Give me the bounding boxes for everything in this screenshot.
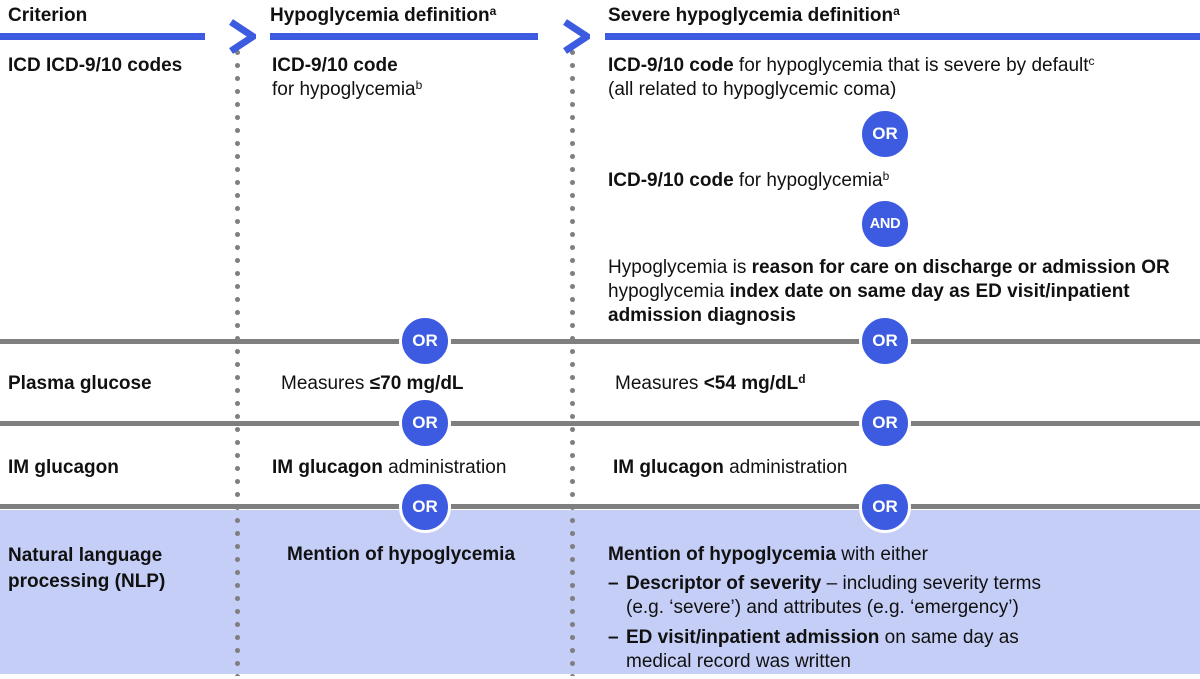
glucagon-severe-definition: IM glucagon administration bbox=[613, 456, 847, 480]
nlp-bullet-ed-visit: – ED visit/inpatient admission on same d… bbox=[608, 626, 1019, 674]
criterion-icd-codes: ICD ICD-9/10 codes bbox=[8, 55, 183, 76]
ed-visit-detail: on same day as bbox=[879, 627, 1019, 648]
ed-visit-admission-bold: ED visit/inpatient admission bbox=[626, 627, 880, 648]
dash-bullet-marker: – bbox=[608, 573, 619, 594]
column-separator-dotted-1 bbox=[235, 50, 240, 676]
arrow-right-icon bbox=[563, 19, 590, 54]
im-glucagon-bold: IM glucagon bbox=[613, 457, 724, 478]
header-arrow-line-2 bbox=[270, 33, 538, 40]
glucose-threshold-70: ≤70 mg/dL bbox=[369, 373, 464, 394]
nlp-bullet-descriptor-severity: – Descriptor of severity – including sev… bbox=[608, 572, 1041, 620]
dash-bullet-marker: – bbox=[608, 627, 619, 648]
icd-coma-note: (all related to hypoglycemic coma) bbox=[608, 79, 897, 100]
icd-code-detail: for hypoglycemia bbox=[272, 79, 416, 100]
footnote-marker-b: b bbox=[882, 169, 890, 183]
administration-label: administration bbox=[382, 457, 507, 478]
nlp-severe-intro: Mention of hypoglycemia with either bbox=[608, 543, 928, 567]
or-connector-badge: OR bbox=[399, 397, 451, 449]
or-connector-badge: OR bbox=[859, 481, 911, 533]
header-arrow-line-1 bbox=[0, 33, 205, 40]
icd-code-bold: ICD-9/10 code bbox=[272, 55, 398, 76]
column-header-hypo-label: Hypoglycemia definition bbox=[270, 5, 490, 26]
icd-code-bold: ICD-9/10 code bbox=[608, 55, 734, 76]
criterion-plasma-glucose: Plasma glucose bbox=[8, 373, 152, 394]
mention-hypoglycemia-bold: Mention of hypoglycemia bbox=[608, 544, 837, 565]
glucose-hypo-definition: Measures ≤70 mg/dL bbox=[281, 372, 464, 396]
glucose-severe-definition: Measures <54 mg/dLd bbox=[615, 372, 806, 396]
column-header-hypoglycemia-definition: Hypoglycemia definitiona bbox=[270, 4, 496, 28]
im-glucagon-bold: IM glucagon bbox=[272, 457, 383, 478]
header-arrow-line-3 bbox=[605, 33, 1200, 40]
nlp-row-highlight-band bbox=[0, 510, 1200, 674]
with-either-label: with either bbox=[836, 544, 928, 565]
footnote-marker-d: d bbox=[798, 372, 806, 386]
icd-severe-default-code: ICD-9/10 code for hypoglycemia that is s… bbox=[608, 54, 1095, 102]
icd-severe-default-text: for hypoglycemia that is severe by defau… bbox=[733, 55, 1089, 76]
criterion-nlp: Natural language processing (NLP) bbox=[8, 545, 166, 592]
row-separator-line-1 bbox=[0, 339, 1200, 344]
footnote-marker-b: b bbox=[415, 78, 423, 92]
icd-code-detail: for hypoglycemia bbox=[733, 170, 883, 191]
nlp-hypo-definition: Mention of hypoglycemia bbox=[287, 544, 516, 565]
footnote-marker-c: c bbox=[1088, 54, 1095, 68]
paragraph-regular-text: Hypoglycemia is bbox=[608, 257, 752, 278]
column-separator-dotted-2 bbox=[570, 50, 575, 676]
arrow-right-icon bbox=[229, 19, 256, 54]
paragraph-bold-text: index date on same day as ED visit/inpat… bbox=[729, 281, 1130, 302]
bullet-content: ED visit/inpatient admission on same day… bbox=[626, 626, 1019, 674]
bullet-content: Descriptor of severity – including sever… bbox=[626, 572, 1041, 620]
footnote-marker-a: a bbox=[489, 4, 497, 18]
criterion-im-glucagon: IM glucagon bbox=[8, 457, 119, 478]
icd-code-bold: ICD-9/10 code bbox=[608, 170, 734, 191]
descriptor-severity-detail: – including severity terms bbox=[821, 573, 1042, 594]
column-header-criterion-label: Criterion bbox=[8, 5, 88, 26]
measures-label: Measures bbox=[615, 373, 704, 394]
icd-severe-plain-code: ICD-9/10 code for hypoglycemiab bbox=[608, 169, 889, 193]
icd-severe-condition-paragraph: Hypoglycemia is reason for care on disch… bbox=[608, 256, 1170, 328]
paragraph-bold-text: admission diagnosis bbox=[608, 305, 796, 326]
icd-hypo-definition: ICD-9/10 code for hypoglycemiab bbox=[272, 54, 422, 102]
descriptor-severity-examples: (e.g. ‘severe’) and attributes (e.g. ‘em… bbox=[626, 597, 1019, 618]
or-connector-badge: OR bbox=[859, 108, 911, 160]
footnote-marker-a: a bbox=[893, 4, 900, 18]
descriptor-severity-bold: Descriptor of severity bbox=[626, 573, 822, 594]
row-separator-line-2 bbox=[0, 421, 1200, 426]
medical-record-detail: medical record was written bbox=[626, 651, 851, 672]
or-connector-badge: OR bbox=[399, 315, 451, 367]
and-connector-badge: AND bbox=[859, 198, 911, 250]
measures-label: Measures bbox=[281, 373, 370, 394]
glucose-threshold-54: <54 mg/dL bbox=[703, 373, 799, 394]
column-header-criterion: Criterion bbox=[8, 4, 87, 28]
column-header-severe-definition: Severe hypoglycemia definitiona bbox=[608, 4, 900, 28]
paragraph-bold-text: reason for care on discharge or admissio… bbox=[751, 257, 1170, 278]
or-connector-badge: OR bbox=[859, 397, 911, 449]
glucagon-hypo-definition: IM glucagon administration bbox=[272, 456, 506, 480]
row-separator-line-3 bbox=[0, 504, 1200, 509]
or-connector-badge: OR bbox=[859, 315, 911, 367]
paragraph-regular-text: hypoglycemia bbox=[608, 281, 730, 302]
column-header-severe-label: Severe hypoglycemia definition bbox=[608, 5, 894, 26]
or-connector-badge: OR bbox=[399, 481, 451, 533]
administration-label: administration bbox=[723, 457, 848, 478]
